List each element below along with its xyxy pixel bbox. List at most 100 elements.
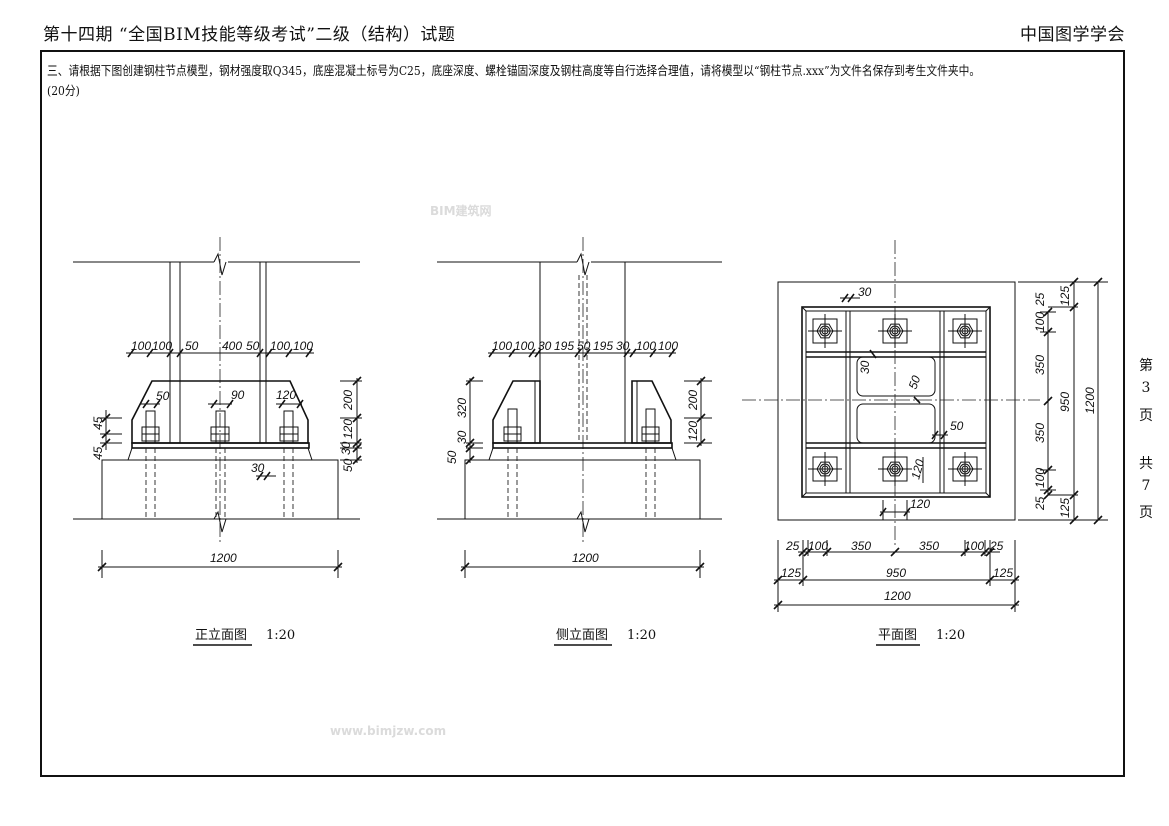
dim-label: 50	[185, 339, 199, 353]
dim-label: 1200	[884, 589, 911, 603]
anchor-bolt-icon	[808, 452, 842, 486]
dim-label: 120	[908, 457, 927, 480]
dim-label: 200	[686, 390, 700, 411]
dim-label: 50	[246, 339, 260, 353]
page-label-ye2: 页	[1139, 505, 1153, 521]
dim-label: 50	[950, 419, 964, 433]
dim-label: 125	[1058, 498, 1072, 518]
dim-label: 100	[152, 339, 172, 353]
dim-label: 120	[910, 497, 930, 511]
page-label-di: 第	[1139, 358, 1153, 374]
anchor-bolt-icon	[948, 452, 982, 486]
front-elevation: 100 100 50 400 50 100 100 50 90 120 30 4…	[73, 237, 362, 646]
dim-label: 90	[231, 388, 245, 402]
anchor-bolt-icon	[878, 452, 912, 486]
dim-label: 350	[919, 539, 939, 553]
concrete-pedestal	[101, 459, 339, 520]
dim-label: 350	[851, 539, 871, 553]
page-total: 7	[1141, 478, 1151, 494]
dim-label: 195	[554, 339, 574, 353]
dim-label: 125	[1058, 286, 1072, 306]
anchor-bolts	[503, 408, 660, 519]
dim-label: 320	[455, 398, 469, 418]
view-scale: 1:20	[627, 628, 656, 643]
anchor-bolts	[808, 314, 982, 486]
plan-right-dimensions: 25 100 350 350 100 25 125 950 125 1200	[1018, 277, 1108, 525]
dim-label: 50	[156, 389, 170, 403]
view-caption: 平面图	[878, 628, 917, 643]
column-web-region	[856, 403, 936, 444]
dim-label: 100	[964, 539, 984, 553]
page-number: 3	[1141, 380, 1151, 396]
watermark-text: BIM建筑网	[430, 203, 492, 218]
front-width-dimension: 1200	[97, 550, 343, 578]
dim-label: 120	[341, 419, 355, 439]
dim-label: 50	[445, 450, 459, 464]
dim-label: 120	[276, 388, 296, 402]
anchor-bolt-icon	[808, 314, 842, 348]
side-width-dimension: 1200	[460, 550, 705, 578]
base-plate	[801, 306, 991, 498]
dim-label: 100	[808, 539, 828, 553]
question-instruction: 三、请根据下图创建钢柱节点模型，钢材强度取Q345，底座混凝土标号为C25，底座…	[47, 63, 981, 78]
side-top-dimension: 100 100 30 195 50 195 30 100 100	[488, 339, 678, 358]
dim-label: 200	[341, 390, 355, 411]
dim-label: 30	[538, 339, 552, 353]
dim-label: 1200	[210, 551, 237, 565]
dim-label: 30	[858, 360, 872, 374]
dim-label: 25	[1033, 292, 1047, 307]
dim-label: 50	[341, 458, 355, 472]
watermark: BIM建筑网 www.bimjzw.com	[330, 203, 492, 738]
dim-label: 25	[785, 539, 800, 553]
view-scale: 1:20	[266, 628, 295, 643]
front-right-dimension: 200 120 30 50	[339, 376, 362, 472]
base-plate	[131, 442, 310, 449]
dim-label: 30	[339, 441, 353, 455]
dim-label: 950	[886, 566, 906, 580]
dim-label: 50	[906, 373, 924, 391]
anchor-bolts	[141, 410, 299, 519]
page-label-gong: 共	[1139, 456, 1153, 472]
question-score: (20分)	[47, 83, 80, 98]
organization-name: 中国图学学会	[1020, 25, 1125, 45]
dim-label: 30	[616, 339, 630, 353]
dim-label: 100	[1033, 312, 1047, 332]
dim-label: 30	[858, 285, 872, 299]
watermark-url: www.bimjzw.com	[330, 724, 446, 738]
dim-label: 120	[686, 421, 700, 441]
dim-label: 30	[251, 461, 265, 475]
dim-label: 100	[270, 339, 290, 353]
plan-bottom-dimensions: 25 100 350 350 100 25 125 950 125 1200	[773, 539, 1020, 612]
dim-label: 350	[1033, 423, 1047, 443]
exam-title: 第十四期 “全国BIM技能等级考试”二级（结构）试题	[43, 25, 456, 45]
dim-label: 125	[993, 566, 1013, 580]
dim-label: 350	[1033, 355, 1047, 375]
plan-inner-dimensions: 30 30 50 50 120 120	[840, 285, 964, 520]
dim-label: 100	[492, 339, 512, 353]
dim-label: 1200	[572, 551, 599, 565]
concrete-pedestal	[464, 459, 701, 520]
page-label-ye: 页	[1139, 408, 1153, 424]
dim-label: 45	[91, 446, 105, 460]
front-top-dimension: 100 100 50 400 50 100 100	[126, 339, 314, 358]
view-scale: 1:20	[936, 628, 965, 643]
side-left-dimension: 320 30 50	[445, 376, 483, 465]
dim-label: 100	[658, 339, 678, 353]
dim-label: 950	[1058, 392, 1072, 412]
drawing-frame	[40, 50, 1125, 777]
anchor-bolt-icon	[878, 314, 912, 348]
bolt-dimensions: 50 90 120 30	[140, 388, 304, 481]
base-plate	[492, 442, 673, 449]
dim-label: 25	[989, 539, 1004, 553]
dim-label: 25	[1033, 496, 1047, 511]
pedestal-outline	[777, 281, 1016, 521]
dim-label: 125	[781, 566, 801, 580]
dim-label: 50	[577, 339, 591, 353]
dim-label: 100	[514, 339, 534, 353]
dim-label: 100	[636, 339, 656, 353]
front-left-dimension: 45 45	[91, 410, 122, 460]
dim-label: 100	[293, 339, 313, 353]
view-caption: 侧立面图	[556, 628, 608, 643]
view-caption: 正立面图	[195, 628, 247, 643]
